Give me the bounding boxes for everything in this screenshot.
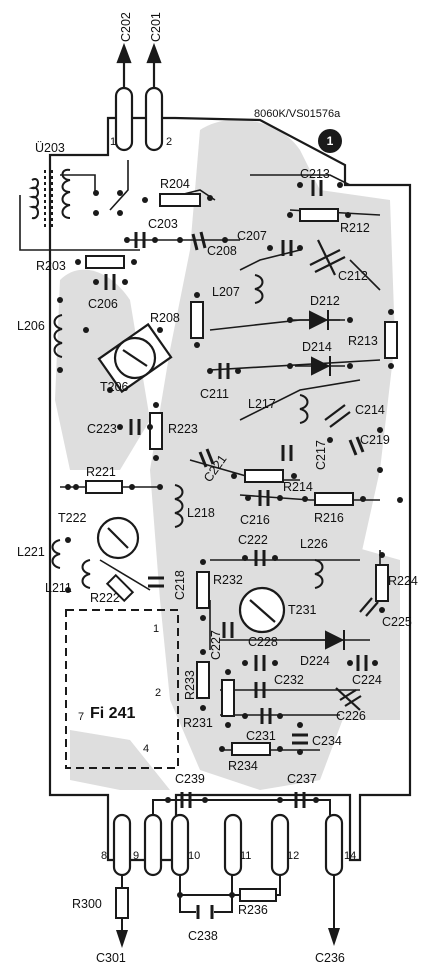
marker-number: 1 <box>327 134 334 148</box>
label-c226: C226 <box>336 709 366 723</box>
capacitors <box>104 180 368 808</box>
label-c216: C216 <box>240 513 270 527</box>
label-c225: C225 <box>382 615 412 629</box>
label-l221: L221 <box>17 545 45 559</box>
label-c224: C224 <box>352 673 382 687</box>
module-pin-4: 4 <box>143 743 149 755</box>
pin-11: 11 <box>240 850 251 862</box>
bottom-connector-tubes <box>112 813 344 877</box>
pin-9: 9 <box>133 850 139 862</box>
label-u203: Ü203 <box>35 141 65 155</box>
label-c213: C213 <box>300 167 330 181</box>
label-r236: R236 <box>238 903 268 917</box>
module-pin-2: 2 <box>155 687 161 699</box>
label-c236: C236 <box>315 951 345 965</box>
transformer-u203 <box>28 168 71 230</box>
pin-14: 14 <box>344 850 356 862</box>
module-label: Fi 241 <box>90 705 135 722</box>
label-r204: R204 <box>160 177 190 191</box>
label-c212: C212 <box>338 269 368 283</box>
label-d212: D212 <box>310 294 340 308</box>
label-c239: C239 <box>175 772 205 786</box>
label-r221: R221 <box>86 465 116 479</box>
label-c201: C201 <box>149 12 163 42</box>
transistors <box>96 322 286 634</box>
label-c218: C218 <box>173 570 187 600</box>
label-l217: L217 <box>248 397 276 411</box>
label-c237: C237 <box>287 772 317 786</box>
label-r223: R223 <box>168 422 198 436</box>
label-c208: C208 <box>207 244 237 258</box>
label-c203: C203 <box>148 217 178 231</box>
bottom-connector-leads <box>115 799 340 948</box>
label-c219: C219 <box>360 433 390 447</box>
label-c202: C202 <box>119 12 133 42</box>
label-r233: R233 <box>183 670 197 700</box>
label-c217: C217 <box>314 440 328 470</box>
label-r224: R224 <box>388 574 418 588</box>
label-l218: L218 <box>187 506 215 520</box>
pin-12: 12 <box>287 850 299 862</box>
label-c231: C231 <box>246 729 276 743</box>
pin-1: 1 <box>110 136 116 148</box>
labels: 8060K/VS01576a C202 C201 1 2 Ü203 R204 C… <box>17 12 418 965</box>
label-t206: T206 <box>100 380 129 394</box>
top-connector-pin-1 <box>114 42 134 152</box>
label-r203: R203 <box>36 259 66 273</box>
label-c223: C223 <box>87 422 117 436</box>
label-t222: T222 <box>58 511 87 525</box>
pin-8: 8 <box>101 850 107 862</box>
board-outline <box>48 116 412 862</box>
label-d214: D214 <box>302 340 332 354</box>
top-connector-pin-2 <box>144 42 164 152</box>
inductors <box>51 274 324 589</box>
fi241-module-outline <box>65 609 179 769</box>
label-c227: C227 <box>209 630 223 660</box>
pin-10: 10 <box>188 850 200 862</box>
trimmer-capacitors <box>309 239 379 711</box>
resistors <box>85 193 398 756</box>
label-c228: C228 <box>248 635 278 649</box>
marker-circle <box>318 129 342 153</box>
label-r232: R232 <box>213 573 243 587</box>
label-r213: R213 <box>348 334 378 348</box>
label-r300: R300 <box>72 897 102 911</box>
label-r231: R231 <box>183 716 213 730</box>
label-c207: C207 <box>237 229 267 243</box>
label-c232: C232 <box>274 673 304 687</box>
label-r216: R216 <box>314 511 344 525</box>
label-c238: C238 <box>188 929 218 943</box>
label-r212: R212 <box>340 221 370 235</box>
label-l207: L207 <box>212 285 240 299</box>
label-r214: R214 <box>283 480 313 494</box>
label-r222: R222 <box>90 591 120 605</box>
label-c301: C301 <box>96 951 126 965</box>
label-l206: L206 <box>17 319 45 333</box>
label-c234: C234 <box>312 734 342 748</box>
label-l226: L226 <box>300 537 328 551</box>
label-r234: R234 <box>228 759 258 773</box>
solder-pads <box>57 182 403 898</box>
label-d224: D224 <box>300 654 330 668</box>
label-l211: L211 <box>45 581 72 595</box>
label-c222: C222 <box>238 533 268 547</box>
label-r208: R208 <box>150 311 180 325</box>
module-pin-7: 7 <box>78 711 84 723</box>
label-c206: C206 <box>88 297 118 311</box>
ref-code: 8060K/VS01576a <box>254 108 341 120</box>
diodes <box>290 310 370 650</box>
pin-2: 2 <box>166 136 172 148</box>
label-t231: T231 <box>288 603 317 617</box>
label-c211: C211 <box>200 387 229 401</box>
label-c214: C214 <box>355 403 385 417</box>
module-pin-1: 1 <box>153 623 159 635</box>
